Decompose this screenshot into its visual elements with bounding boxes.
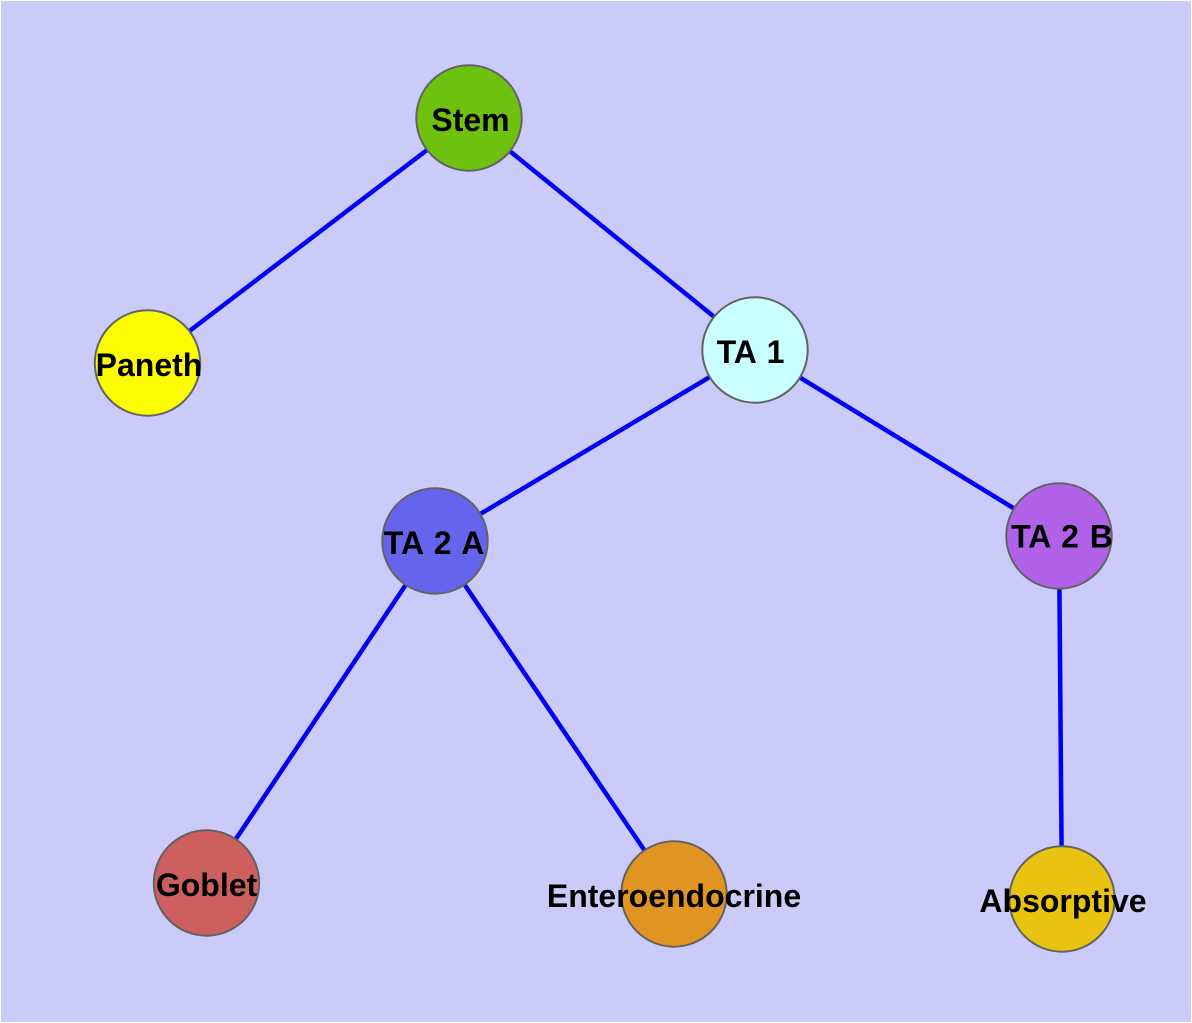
svg-text:Absorptive: Absorptive: [979, 883, 1146, 919]
svg-text:TA 1: TA 1: [717, 334, 785, 370]
svg-text:TA 2 A: TA 2 A: [384, 525, 485, 561]
svg-text:TA 2 B: TA 2 B: [1011, 519, 1113, 555]
svg-text:Enteroendocrine: Enteroendocrine: [547, 878, 801, 914]
svg-text:Paneth: Paneth: [96, 347, 203, 383]
svg-text:Stem: Stem: [431, 102, 509, 138]
svg-text:Goblet: Goblet: [156, 867, 258, 903]
